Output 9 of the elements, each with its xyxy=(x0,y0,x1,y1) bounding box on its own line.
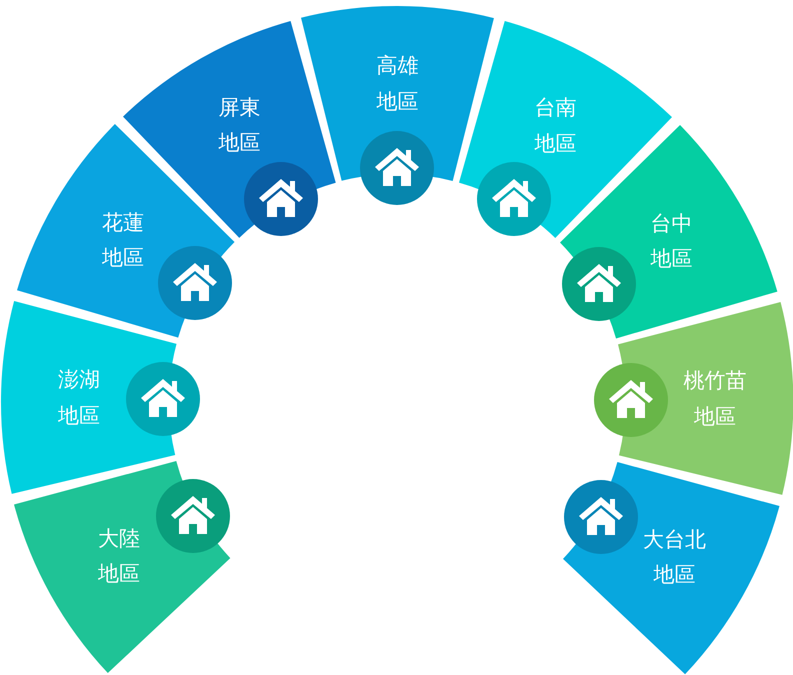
region-label: 大陸地區 xyxy=(97,524,142,588)
region-label: 花蓮地區 xyxy=(100,208,145,272)
region-label: 高雄地區 xyxy=(376,52,420,115)
region-label: 桃竹苗地區 xyxy=(682,368,748,430)
region-label: 澎湖地區 xyxy=(57,366,101,430)
region-label: 大台北地區 xyxy=(642,526,707,589)
region-label: 台中地區 xyxy=(650,210,694,273)
region-label: 屏東地區 xyxy=(217,94,262,157)
region-label: 台南地區 xyxy=(534,94,578,158)
